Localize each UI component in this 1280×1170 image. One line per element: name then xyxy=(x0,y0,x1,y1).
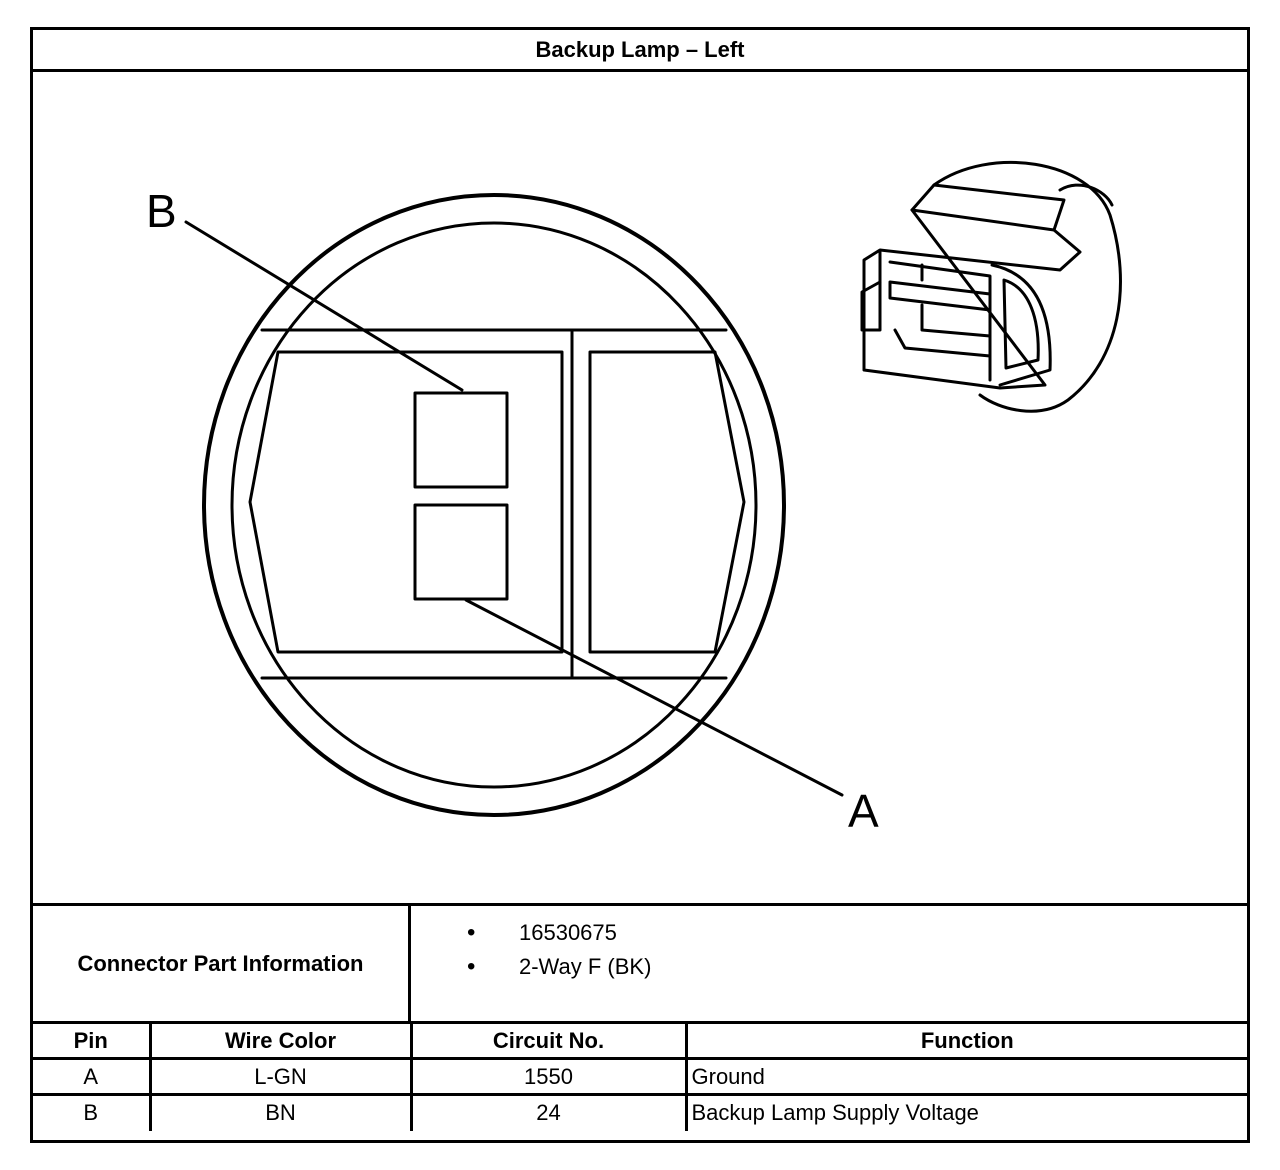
pin-table-header: Pin Wire Color Circuit No. Function xyxy=(33,1021,1247,1060)
leader-b xyxy=(184,220,464,392)
connector-type: 2-Way F (BK) xyxy=(411,950,1247,984)
pin-table: Pin Wire Color Circuit No. Function A L-… xyxy=(33,1021,1247,1131)
function-cell: Backup Lamp Supply Voltage xyxy=(684,1093,1247,1131)
header-pin: Pin xyxy=(33,1021,152,1060)
pin-a-cavity xyxy=(413,503,509,601)
leader-a xyxy=(464,598,844,797)
connector-diagram: B A xyxy=(146,160,1122,837)
diagram-area: B A xyxy=(33,72,1247,902)
pin-row: A L-GN 1550 Ground xyxy=(33,1057,1247,1096)
connector-frame: Backup Lamp – Left xyxy=(30,27,1250,1143)
callout-a: A xyxy=(848,785,879,837)
header-function: Function xyxy=(684,1021,1247,1060)
function-cell: Ground xyxy=(684,1057,1247,1096)
connector-info-label: Connector Part Information xyxy=(33,906,411,1021)
connector-info-list: 16530675 2-Way F (BK) xyxy=(411,906,1247,1021)
callout-b: B xyxy=(146,185,177,237)
wire-color-cell: L-GN xyxy=(148,1057,413,1096)
pin-row: B BN 24 Backup Lamp Supply Voltage xyxy=(33,1093,1247,1131)
pin-cell: B xyxy=(33,1093,152,1131)
connector-face xyxy=(184,193,844,817)
connector-title: Backup Lamp – Left xyxy=(33,30,1247,72)
pin-b-cavity xyxy=(413,391,509,489)
circuit-cell: 1550 xyxy=(409,1057,688,1096)
connector-isometric xyxy=(860,160,1122,413)
part-number: 16530675 xyxy=(411,916,1247,950)
pin-cell: A xyxy=(33,1057,152,1096)
circuit-cell: 24 xyxy=(409,1093,688,1131)
wire-color-cell: BN xyxy=(148,1093,413,1131)
connector-part-info: Connector Part Information 16530675 2-Wa… xyxy=(33,903,1247,1021)
header-wire-color: Wire Color xyxy=(148,1021,413,1060)
header-circuit-no: Circuit No. xyxy=(409,1021,688,1060)
